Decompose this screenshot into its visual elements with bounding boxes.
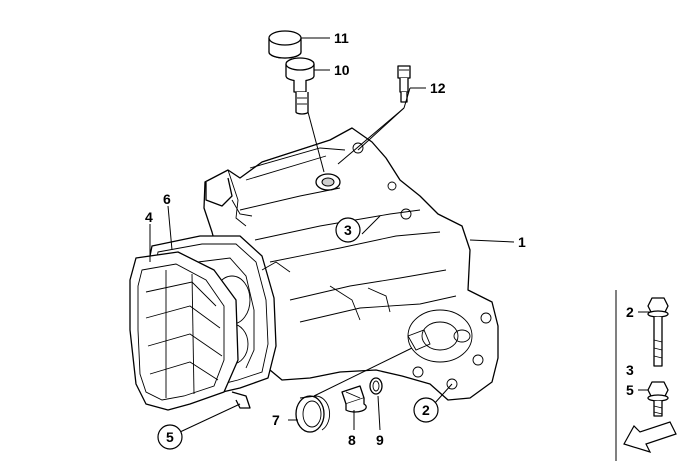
side-label-2: 2 [626, 304, 634, 320]
label-6: 6 [163, 191, 171, 207]
part-10-plug [285, 57, 315, 115]
label-12: 12 [430, 80, 446, 96]
callout-circle-5 [157, 424, 183, 450]
label-4: 4 [145, 209, 153, 225]
side-bolt-short [647, 381, 669, 417]
side-bolt-long [647, 297, 669, 367]
label-10: 10 [334, 62, 350, 78]
part-4-oil-pan-cover [129, 251, 251, 411]
label-3: 3 [344, 222, 352, 238]
leader-lines [149, 37, 652, 433]
part-2-bolt-flange [407, 329, 431, 351]
callout-circle-2 [413, 397, 439, 423]
arrow-icon [623, 421, 677, 453]
label-8: 8 [348, 432, 356, 448]
callout-circle-3 [335, 217, 361, 243]
label-1: 1 [518, 234, 526, 250]
part-9-o-ring [369, 377, 383, 395]
side-label-3: 3 [626, 362, 634, 378]
part-8-drain-plug [341, 385, 367, 413]
label-7: 7 [272, 412, 280, 428]
label-11: 11 [334, 30, 349, 46]
label-2: 2 [422, 402, 430, 418]
part-11-cap [268, 30, 302, 59]
part-12-sensor [397, 65, 411, 103]
label-9: 9 [376, 432, 384, 448]
label-5: 5 [166, 429, 174, 445]
part-7-seal-ring [295, 395, 331, 433]
side-label-5: 5 [626, 382, 634, 398]
